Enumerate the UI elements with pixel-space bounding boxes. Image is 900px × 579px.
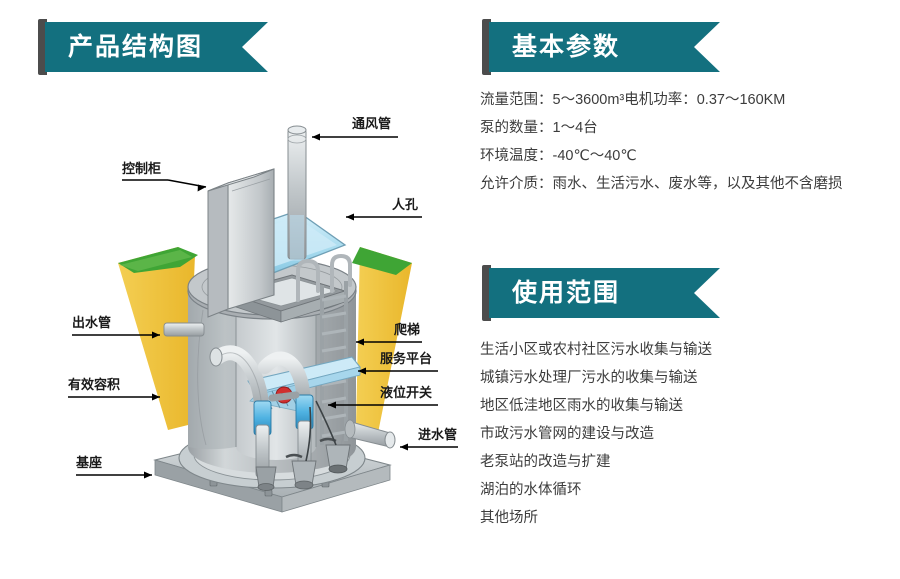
ribbon-body-parameters xyxy=(489,22,720,72)
ribbon-notch-structure xyxy=(242,22,268,72)
parameter-line: 流量范围：5～3600m³电机功率：0.37～160KM xyxy=(480,92,786,108)
section-header-structure: 产品结构图 xyxy=(38,19,268,75)
ribbon-tab-structure xyxy=(38,19,47,75)
label-manhole: 人孔 xyxy=(346,197,422,221)
label-effective-volume: 有效容积 xyxy=(68,377,160,401)
scope-list: 生活小区或农村社区污水收集与输送 城镇污水处理厂污水的收集与输送 地区低洼地区雨… xyxy=(480,336,712,532)
label-text-ladder: 爬梯 xyxy=(393,322,420,337)
scope-line: 城镇污水处理厂污水的收集与输送 xyxy=(480,370,698,386)
label-text-effective-volume: 有效容积 xyxy=(68,377,120,392)
scope-line: 生活小区或农村社区污水收集与输送 xyxy=(480,342,712,358)
label-text-inlet-pipe: 进水管 xyxy=(418,427,457,442)
scope-line: 老泵站的改造与扩建 xyxy=(480,454,611,470)
label-text-vent-pipe: 通风管 xyxy=(352,116,391,131)
ribbon-tab-parameters xyxy=(482,19,491,75)
parameter-line: 泵的数量：1～4台 xyxy=(480,120,598,136)
label-text-level-switch: 液位开关 xyxy=(380,385,432,400)
ribbon-notch-scope xyxy=(694,268,720,318)
section-header-parameters: 基本参数 xyxy=(482,19,720,75)
outlet-pipe xyxy=(163,322,205,337)
manhole-handrails xyxy=(296,253,352,302)
internal-piping xyxy=(209,345,314,436)
label-level-switch: 液位开关 xyxy=(328,385,438,409)
ribbon-tab-scope xyxy=(482,265,491,321)
pump-risers xyxy=(255,420,312,478)
ribbon-notch-parameters xyxy=(694,22,720,72)
inlet-pipe xyxy=(344,419,396,449)
parameter-line: 允许介质：雨水、生活污水、废水等，以及其他不含磨损 xyxy=(480,176,843,192)
section-title-parameters: 基本参数 xyxy=(512,33,621,61)
label-outlet-pipe: 出水管 xyxy=(72,315,160,339)
label-vent-pipe: 通风管 xyxy=(312,116,398,141)
label-ladder: 爬梯 xyxy=(356,322,422,346)
label-control-cabinet: 控制柜 xyxy=(122,161,207,192)
scope-line: 地区低洼地区雨水的收集与输送 xyxy=(480,398,683,414)
scope-line: 其他场所 xyxy=(480,510,538,526)
label-text-outlet-pipe: 出水管 xyxy=(72,315,111,330)
vent-pipe xyxy=(287,125,307,261)
product-structure-diagram: 通风管 控制柜 人孔 出水管 爬梯 服务平台 液位开 xyxy=(60,95,460,525)
label-text-manhole: 人孔 xyxy=(392,197,418,212)
ribbon-body-scope xyxy=(489,268,720,318)
control-cabinet xyxy=(207,168,275,318)
parameter-line: 环境温度：-40℃～40℃ xyxy=(480,148,637,164)
submersible-pumps xyxy=(255,400,351,491)
ground-soil xyxy=(118,247,412,433)
label-base: 基座 xyxy=(75,455,152,479)
ribbon-body-structure xyxy=(45,22,268,72)
label-text-control-cabinet: 控制柜 xyxy=(122,161,161,176)
scope-line: 湖泊的水体循环 xyxy=(480,482,582,498)
section-header-scope: 使用范围 xyxy=(482,265,720,321)
label-text-base: 基座 xyxy=(75,455,102,470)
section-title-scope: 使用范围 xyxy=(512,279,621,307)
scope-line: 市政污水管网的建设与改造 xyxy=(480,426,654,442)
section-title-structure: 产品结构图 xyxy=(68,33,204,61)
label-service-platform: 服务平台 xyxy=(358,351,438,375)
label-inlet-pipe: 进水管 xyxy=(400,427,458,451)
parameters-list: 流量范围：5～3600m³电机功率：0.37～160KM 泵的数量：1～4台 环… xyxy=(480,86,843,198)
label-text-service-platform: 服务平台 xyxy=(380,351,432,366)
